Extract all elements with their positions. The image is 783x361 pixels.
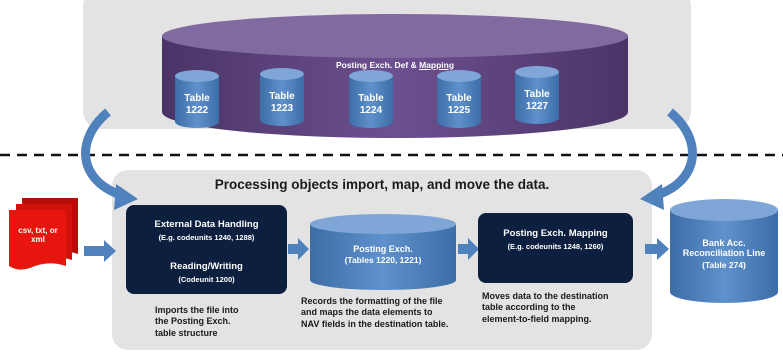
table-cylinder-1222 [175, 70, 219, 128]
processing-heading: Processing objects import, map, and move… [214, 177, 550, 192]
external-data-handling-title: External Data Handling [154, 219, 259, 230]
curved-arrow-right-head [640, 184, 664, 210]
posting-exch-mapping-title: Posting Exch. Mapping [503, 228, 608, 239]
destination-title: Bank Acc. Reconciliation Line [682, 238, 766, 259]
curved-arrow-left-head [114, 184, 138, 210]
destination-cylinder [670, 199, 778, 303]
external-data-handling-box [126, 205, 287, 294]
table-cylinder-1225 [437, 70, 481, 128]
table-label-1224: Table 1224 [358, 93, 384, 116]
mapping-store-title: Posting Exch. Def & Mapping [335, 59, 455, 70]
arrow-mapping-to-destination [645, 238, 669, 260]
external-data-handling-description: Imports the file into the Posting Exch. … [155, 305, 239, 338]
arrow-file-to-handling [84, 240, 116, 262]
destination-table: (Table 274) [702, 260, 746, 270]
arrow-handling-to-posting [288, 238, 309, 260]
table-label-1225: Table 1225 [446, 93, 472, 116]
posting-exch-description: Records the formatting of the file and m… [301, 296, 449, 329]
table-label-1227: Table 1227 [524, 89, 550, 112]
posting-exch-title: Posting Exch. [353, 244, 413, 254]
arrow-posting-to-mapping [458, 238, 479, 260]
reading-writing-codeunit: (Codeunit 1200) [178, 275, 235, 284]
table-cylinder-1224 [349, 70, 393, 128]
input-file-label: csv, txt, or xml [18, 226, 58, 245]
posting-exch-cylinder [310, 214, 456, 290]
table-cylinder-1223 [260, 68, 304, 126]
posting-exch-mapping-description: Moves data to the destination table acco… [482, 291, 609, 324]
posting-exch-tables: (Tables 1220, 1221) [344, 255, 422, 265]
curved-arrow-right [652, 108, 697, 201]
external-data-handling-codeunits: (E.g. codeunits 1240, 1288) [158, 233, 255, 242]
mapping-store-cylinder [162, 14, 628, 138]
file-stack-icon [9, 198, 78, 270]
table-label-1223: Table 1223 [269, 91, 295, 114]
posting-exch-mapping-box [478, 213, 633, 283]
table-cylinder-1227 [515, 66, 559, 124]
reading-writing-title: Reading/Writing [170, 261, 243, 272]
table-label-1222: Table 1222 [184, 93, 210, 116]
posting-exch-mapping-codeunits: (E.g. codeunits 1248, 1260) [507, 242, 604, 251]
curved-arrow-left [81, 108, 126, 201]
